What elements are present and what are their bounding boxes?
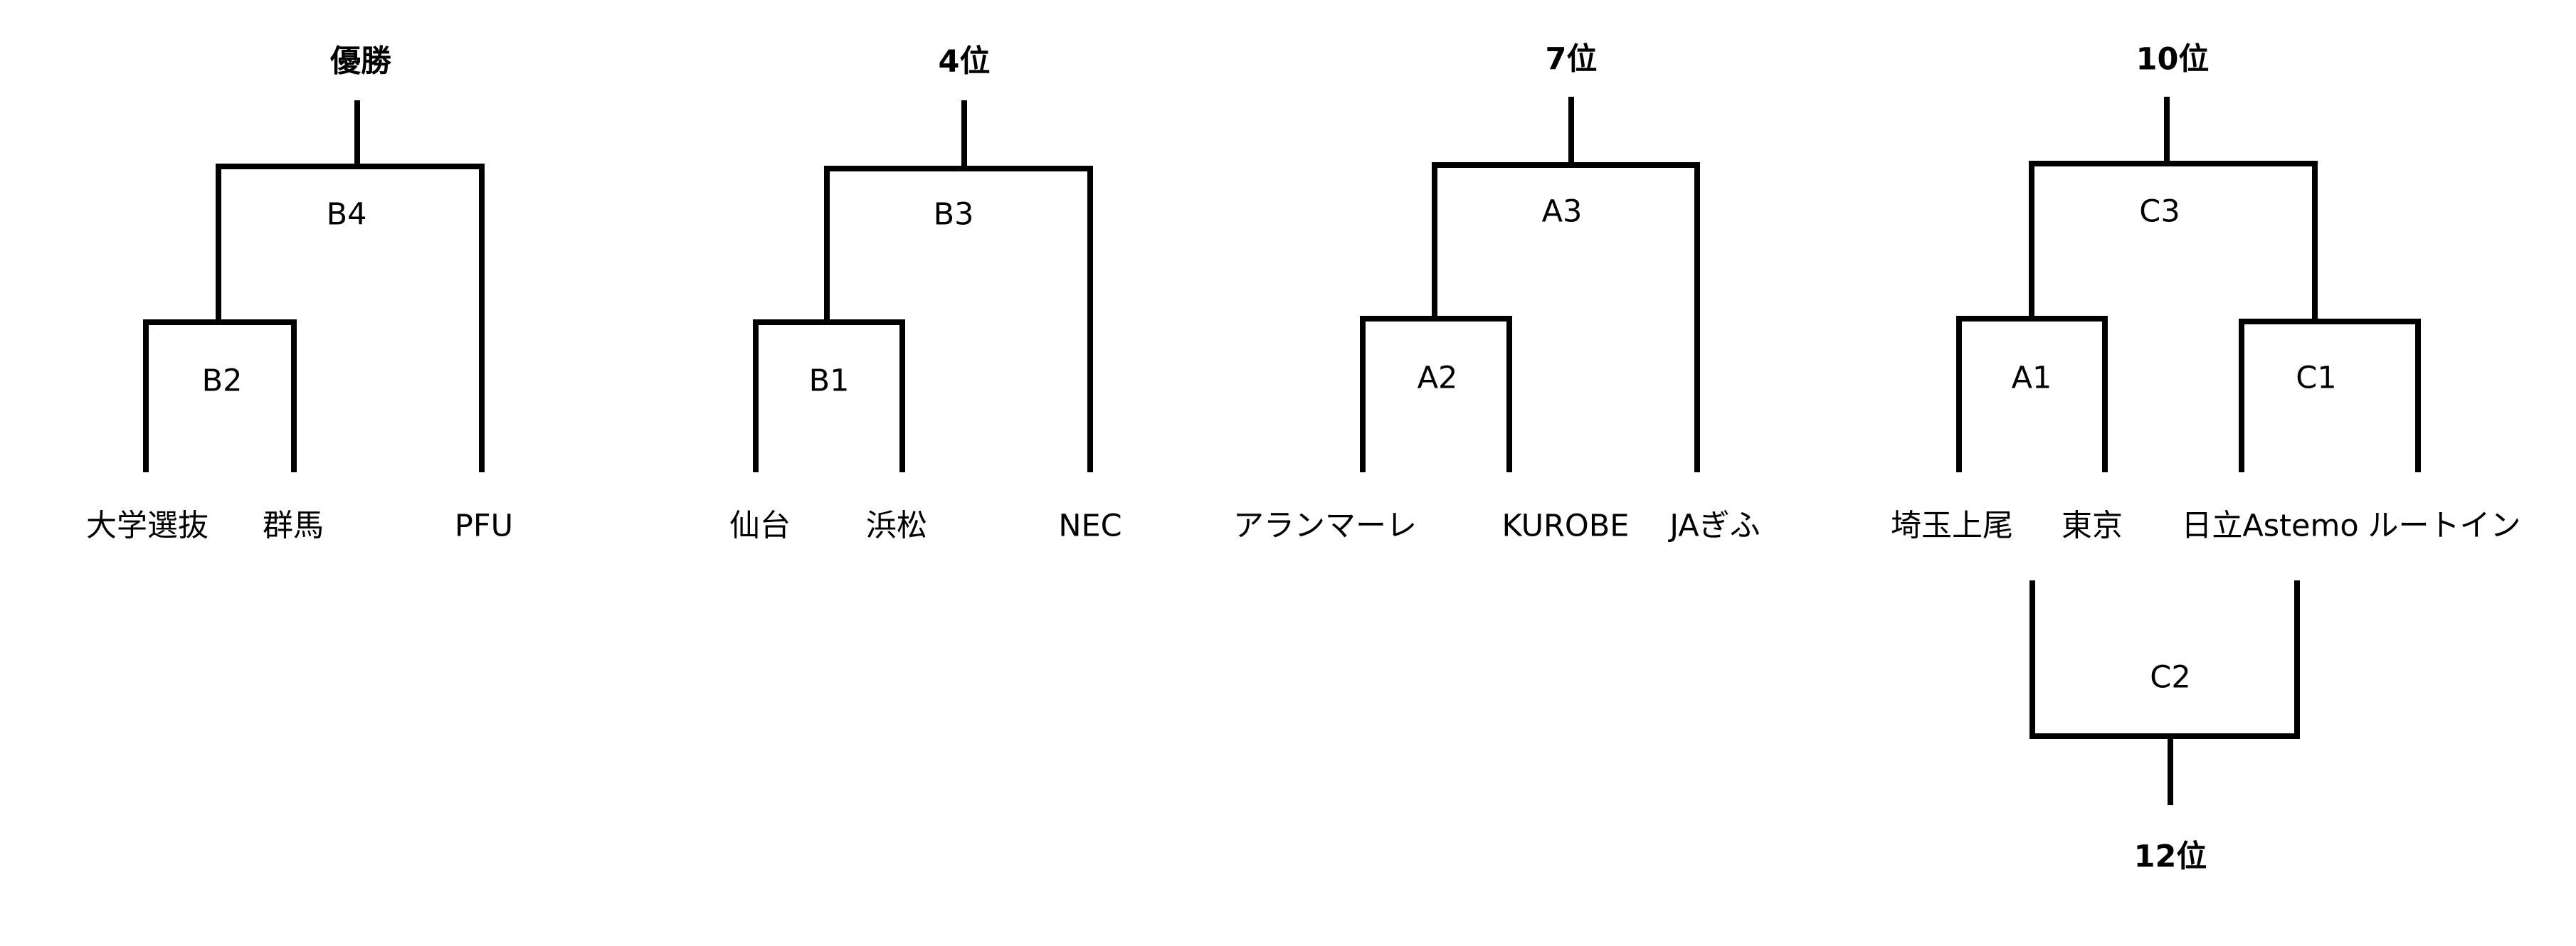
bracket-1-match-sub: B2 [201,363,243,399]
bracket-4-match-lower: C2 [2150,659,2191,696]
bracket-2-match-sub: B1 [808,363,850,399]
bracket-4-right-sub-lines [2239,319,2421,472]
bracket-4-team-3: 日立Astemo [2181,508,2359,544]
bracket-3-match-sub: A2 [1417,360,1458,396]
bracket-2-team-3: NEC [1058,508,1122,544]
bracket-3-sub-lines [1360,316,1512,472]
bracket-1-team-2: 群馬 [263,508,324,544]
bracket-4-match-top: C3 [2139,193,2180,230]
bracket-4-match-left: A1 [2011,360,2052,396]
bracket-3-top-lines [1432,97,1700,472]
bracket-2-match-top: B3 [933,196,974,233]
bracket-2-team-2: 浜松 [866,508,927,544]
bracket-3-match-top: A3 [1541,193,1583,230]
bracket-3-team-3: JAぎふ [1669,508,1761,544]
bracket-4-lower-lines [2029,580,2300,805]
bracket-4-team-4: ルートイン [2368,508,2521,544]
bracket-3-title: 7位 [1545,41,1598,78]
bracket-1-title: 優勝 [330,43,391,80]
bracket-2-team-1: 仙台 [729,508,791,544]
bracket-1-match-top: B4 [326,196,367,233]
bracket-1-team-1: 大学選抜 [86,508,208,544]
bracket-2-top-lines [824,100,1093,472]
bracket-4-top-lines [2029,97,2318,324]
bracket-2-title: 4位 [938,43,991,80]
bracket-3-team-1: アランマーレ [1233,508,1417,544]
bracket-3-team-2: KUROBE [1501,508,1630,544]
bracket-1-top-lines [216,100,485,472]
bracket-4-title-lower: 12位 [2133,839,2207,875]
bracket-1-sub-lines [143,319,297,472]
bracket-1-team-3: PFU [454,508,514,544]
bracket-4-title: 10位 [2136,41,2210,78]
bracket-2-sub-lines [753,319,905,472]
bracket-4-team-1: 埼玉上尾 [1891,508,2013,544]
bracket-4-match-right: C1 [2296,360,2337,396]
bracket-4-team-2: 東京 [2062,508,2123,544]
